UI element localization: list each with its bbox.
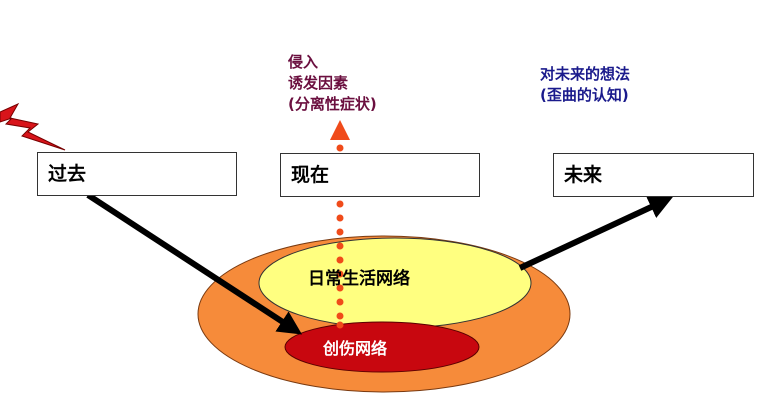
present-box: 现在 [280, 153, 480, 197]
trigger-note-line: 侵入 [288, 53, 319, 71]
trigger-note-line: 诱发因素 [288, 74, 349, 92]
future-note-line: 对未来的想法 [540, 65, 631, 83]
future-label: 未来 [564, 164, 603, 186]
past-box: 过去 [37, 152, 237, 196]
trigger-note: 侵入 诱发因素 (分离性症状) [288, 52, 377, 115]
lightning-bolt-icon [0, 102, 66, 151]
future-note: 对未来的想法 (歪曲的认知) [540, 64, 630, 106]
past-to-trauma-arrow [86, 192, 303, 335]
trigger-note-line: (分离性症状) [288, 95, 377, 113]
future-box: 未来 [553, 153, 754, 197]
past-label: 过去 [48, 163, 87, 185]
daily-to-future-arrow [518, 196, 673, 271]
future-note-line: (歪曲的认知) [540, 86, 629, 104]
present-label: 现在 [291, 164, 330, 186]
daily-life-network-label: 日常生活网络 [308, 269, 410, 289]
trauma-network-label: 创伤网络 [323, 339, 388, 358]
trauma-network-ellipse [284, 321, 480, 373]
